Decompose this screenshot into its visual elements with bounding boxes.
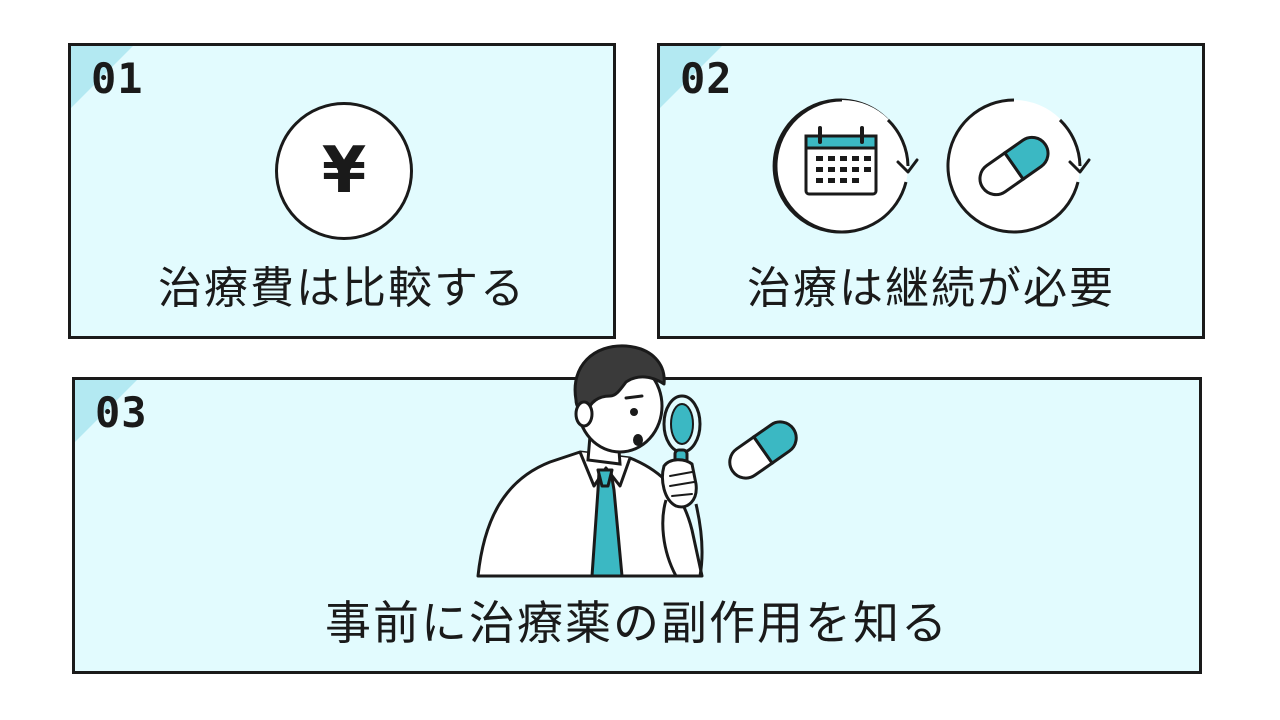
panel-caption: 治療費は比較する bbox=[158, 263, 526, 314]
panel-02: 02 治療は継続が必要 bbox=[657, 43, 1205, 339]
corner-accent bbox=[660, 46, 722, 108]
corner-accent bbox=[75, 380, 137, 442]
panel-01: 01 ¥ 治療費は比較する bbox=[68, 43, 616, 339]
capsule-icon bbox=[728, 420, 798, 480]
yen-symbol: ¥ bbox=[321, 134, 367, 208]
capsule-icon bbox=[946, 98, 1091, 234]
man-with-magnifier-illustration bbox=[476, 344, 704, 578]
yen-icon: ¥ bbox=[275, 102, 413, 240]
panel-number: 03 bbox=[95, 388, 148, 437]
panel-caption: 治療は継続が必要 bbox=[747, 263, 1115, 314]
panel-number: 02 bbox=[680, 54, 733, 103]
panel-number: 01 bbox=[91, 54, 144, 103]
calendar-icon bbox=[772, 98, 919, 234]
panel-caption: 事前に治療薬の副作用を知る bbox=[325, 596, 949, 650]
corner-accent bbox=[71, 46, 133, 108]
